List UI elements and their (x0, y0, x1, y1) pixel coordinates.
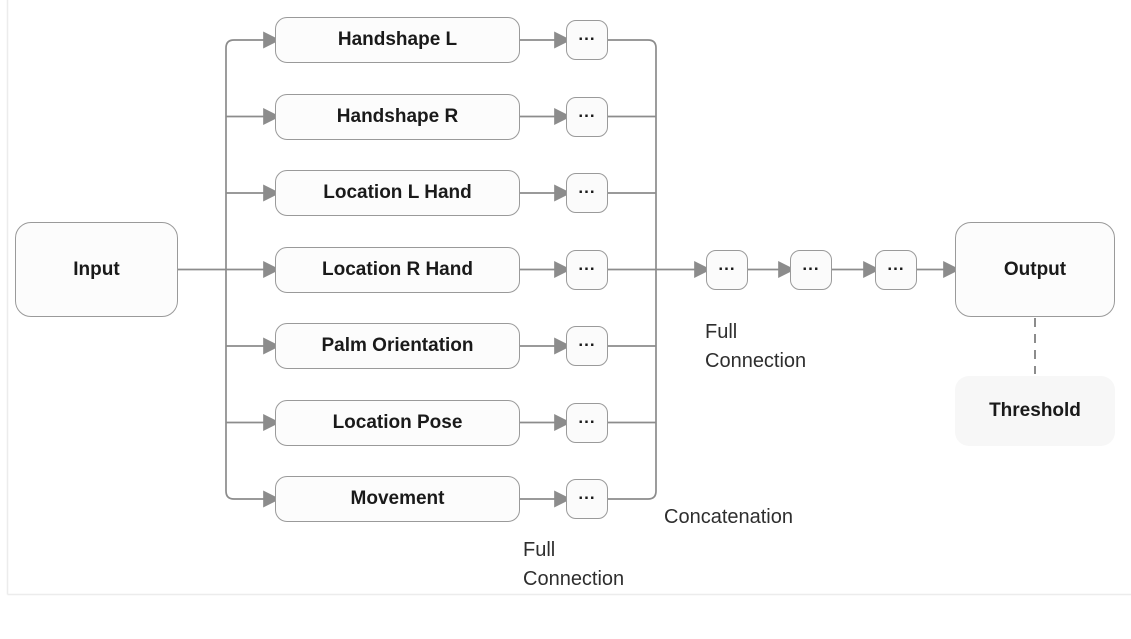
branch-node-location-r-hand: Location R Hand (275, 246, 520, 293)
label-line: Full (705, 321, 738, 343)
page-frame-line (6, 0, 1131, 596)
branch-node-label: Handshape R (336, 105, 459, 127)
label-full-connection-middle: Full Connection (705, 318, 806, 376)
label-full-connection-branch: Full Connection (523, 536, 624, 594)
ellipsis-label: ... (578, 25, 596, 44)
threshold-node: Threshold (955, 376, 1115, 446)
branch-node-handshape-l: Handshape L (275, 17, 520, 63)
fc-node-merged-2: ... (790, 249, 832, 290)
branch-node-location-l-hand: Location L Hand (275, 170, 520, 216)
fc-node-location-pose: ... (566, 402, 608, 443)
ellipsis-label: ... (578, 407, 596, 427)
ellipsis-label: ... (718, 254, 736, 274)
branch-node-label: Movement (350, 488, 445, 509)
branch-node-movement: Movement (275, 476, 520, 522)
label-line: Connection (705, 350, 807, 372)
branch-node-label: Location R Hand (322, 258, 473, 280)
ellipsis-label: ... (578, 254, 596, 274)
output-node: Output (955, 222, 1115, 317)
fc-node-movement: ... (566, 479, 608, 519)
input-node-label: Input (73, 258, 120, 280)
ellipsis-label: ... (802, 254, 820, 274)
branch-node-handshape-r: Handshape R (275, 93, 520, 140)
ellipsis-label: ... (578, 178, 596, 197)
label-concatenation: Concatenation (664, 506, 793, 528)
fc-node-merged-3: ... (875, 249, 917, 290)
input-node: Input (15, 222, 178, 317)
branch-node-location-pose: Location Pose (275, 399, 520, 446)
ellipsis-label: ... (578, 484, 596, 503)
branch-node-label: Handshape L (337, 29, 458, 50)
branch-node-label: Location L Hand (323, 182, 472, 203)
ellipsis-label: ... (887, 254, 905, 274)
fc-node-location-l-hand: ... (566, 173, 608, 213)
fc-node-palm-orientation: ... (566, 326, 608, 366)
output-node-label: Output (1003, 258, 1067, 280)
branch-node-label: Palm Orientation (321, 335, 474, 356)
ellipsis-label: ... (578, 101, 596, 121)
fc-node-location-r-hand: ... (566, 249, 608, 290)
label-line: Connection (523, 568, 625, 590)
fc-node-handshape-r: ... (566, 96, 608, 137)
branch-node-label: Location Pose (332, 411, 463, 433)
label-line: Full (523, 539, 556, 561)
fc-node-handshape-l: ... (566, 20, 608, 60)
ellipsis-label: ... (578, 331, 596, 350)
branch-node-palm-orientation: Palm Orientation (275, 323, 520, 369)
fc-node-merged-1: ... (706, 249, 748, 290)
threshold-node-label: Threshold (989, 400, 1081, 421)
